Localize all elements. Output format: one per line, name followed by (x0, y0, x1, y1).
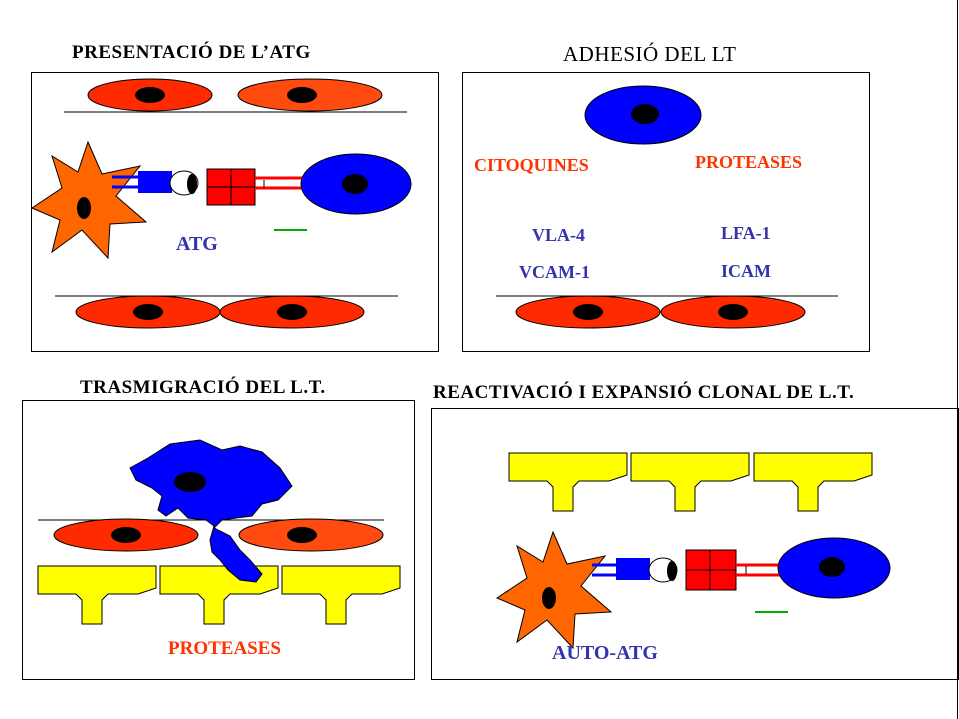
p3-matrix-blocks (37, 565, 401, 625)
p1-apc-cell (31, 141, 147, 259)
p4-t-cell (777, 537, 891, 599)
p4-mhc-tcr-complex (592, 549, 784, 591)
p1-mhc-tcr-complex (112, 168, 305, 206)
reactivacio-title: REACTIVACIÓ I EXPANSIÓ CLONAL DE L.T. (433, 382, 855, 403)
p2-vcam1-label: VCAM-1 (519, 262, 590, 282)
p3-proteases-label: PROTEASES (168, 638, 281, 659)
p2-citoquines-label: CITOQUINES (474, 155, 589, 175)
p4-apc-cell (496, 531, 612, 649)
p1-endothelium-top (64, 78, 407, 113)
p4-auto-atg-label: AUTO-ATG (552, 642, 658, 664)
p2-vla4-label: VLA-4 (532, 225, 585, 245)
p1-atg-label: ATG (176, 233, 218, 255)
p2-icam-label: ICAM (721, 261, 771, 281)
p2-endothelium (496, 295, 838, 329)
p4-matrix-blocks (508, 452, 873, 512)
p2-lfa1-label: LFA-1 (721, 223, 771, 243)
page-right-border (957, 0, 958, 719)
adhesio-title: ADHESIÓ DEL LT (563, 42, 737, 66)
p3-endothelium (38, 518, 384, 552)
p2-proteases-label: PROTEASES (695, 152, 803, 172)
presentacio-title: PRESENTACIÓ DE L’ATG (72, 42, 311, 63)
p1-endothelium-bottom (55, 295, 398, 329)
trasmigracio-title: TRASMIGRACIÓ DEL L.T. (80, 377, 326, 398)
p2-t-cell (584, 85, 702, 145)
p3-migrating-t-cell (129, 439, 293, 583)
p1-t-cell (300, 153, 412, 215)
